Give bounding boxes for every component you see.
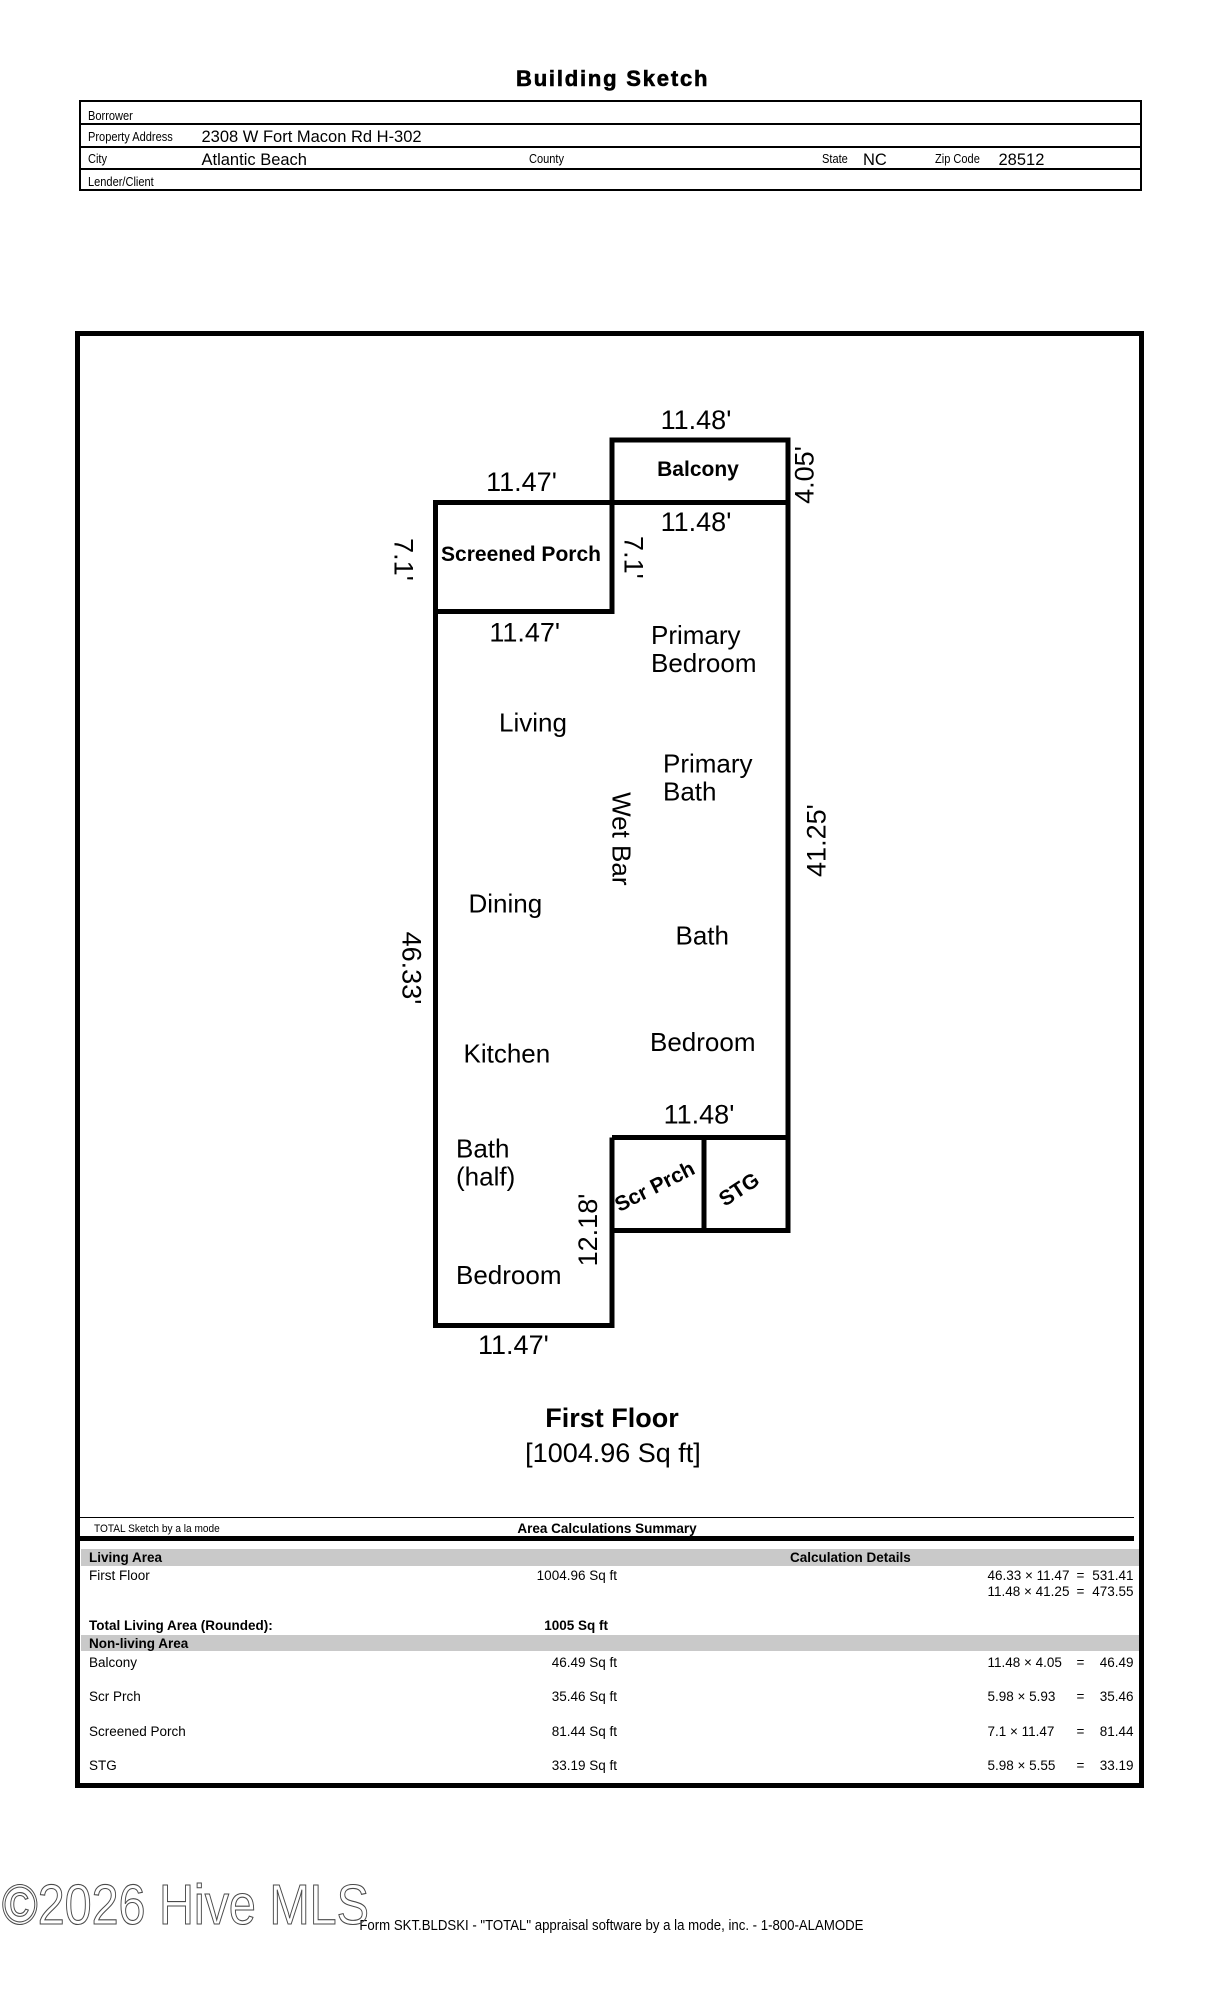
svg-text:Bedroom: Bedroom [651, 648, 757, 678]
svg-text:Bath: Bath [456, 1134, 510, 1164]
svg-text:Primary: Primary [651, 620, 741, 650]
svg-text:STG: STG [715, 1168, 764, 1211]
svg-text:11.47': 11.47' [489, 618, 560, 648]
svg-text:11.47': 11.47' [486, 467, 557, 497]
svg-text:11.48': 11.48' [664, 1100, 735, 1130]
svg-text:4.05': 4.05' [790, 446, 820, 504]
svg-text:11.48': 11.48' [661, 405, 732, 435]
svg-text:Wet Bar: Wet Bar [607, 792, 637, 886]
svg-text:First Floor: First Floor [545, 1403, 679, 1433]
svg-text:Screened Porch: Screened Porch [441, 543, 601, 566]
svg-text:11.48': 11.48' [661, 507, 732, 537]
svg-text:46.33': 46.33' [397, 932, 427, 1005]
svg-text:Bedroom: Bedroom [456, 1260, 562, 1290]
svg-text:7.1': 7.1' [619, 536, 649, 579]
svg-text:Scr Prch: Scr Prch [611, 1157, 698, 1217]
svg-text:41.25': 41.25' [801, 804, 831, 877]
svg-text:Balcony: Balcony [657, 458, 739, 481]
svg-text:[1004.96 Sq ft]: [1004.96 Sq ft] [525, 1438, 701, 1468]
svg-text:Bath: Bath [663, 777, 717, 807]
svg-text:Dining: Dining [469, 889, 543, 919]
svg-text:Bath: Bath [676, 921, 730, 951]
svg-text:11.47': 11.47' [478, 1330, 549, 1360]
svg-text:(half): (half) [456, 1162, 515, 1192]
svg-text:Living: Living [499, 708, 567, 738]
svg-text:Primary: Primary [663, 749, 753, 779]
svg-text:7.1': 7.1' [389, 538, 419, 581]
svg-text:12.18': 12.18' [573, 1194, 603, 1267]
svg-text:Bedroom: Bedroom [650, 1027, 756, 1057]
svg-text:Kitchen: Kitchen [464, 1039, 551, 1069]
